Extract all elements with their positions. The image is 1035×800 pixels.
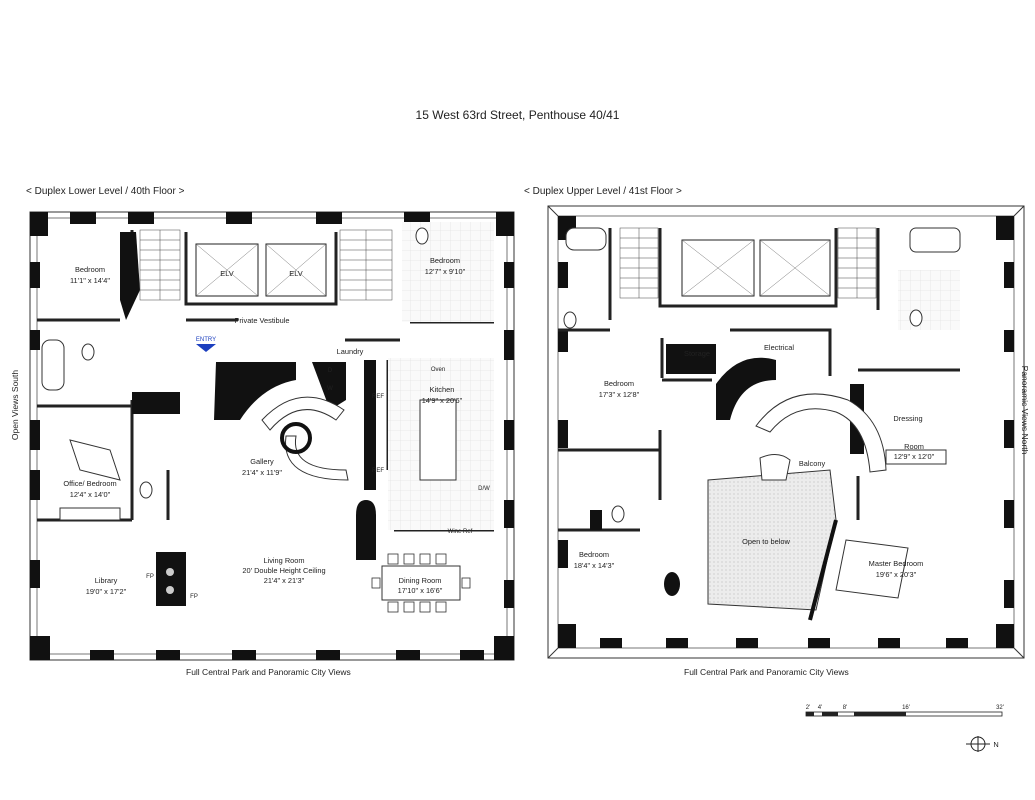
laundry-label: Laundry — [337, 347, 364, 356]
lower-bedroom-2-dims: 12'7" x 9'10" — [425, 267, 466, 276]
washer-label: W — [327, 386, 333, 392]
electrical-label: Electrical — [764, 343, 794, 352]
upper-bedroom-1-name: Bedroom — [604, 379, 634, 388]
dressing-room-dims: 12'9" x 12'0" — [894, 452, 935, 461]
north-arrow: N — [966, 736, 999, 752]
storage-label: Storage — [684, 349, 710, 358]
fireplace-label-2: FP — [190, 594, 198, 600]
upper-level-plan — [547, 205, 1025, 659]
entry-label: ENTRY — [196, 337, 216, 343]
fireplace-label-1: FP — [146, 574, 154, 580]
scale-tick-4: 4' — [818, 705, 822, 711]
upper-bedroom-1-dims: 17'3" x 12'8" — [599, 390, 640, 399]
elevator-2-label: ELV — [289, 269, 302, 278]
lower-bedroom-1-dims: 11'1" x 14'4" — [70, 276, 110, 285]
elevator-1-label: ELV — [220, 269, 233, 278]
lower-bedroom-2-name: Bedroom — [430, 256, 460, 265]
living-room-dims: 21'4" x 21'3" — [264, 576, 305, 585]
gallery-name: Gallery — [250, 457, 274, 466]
office-bedroom-dims: 12'4" x 14'0" — [70, 490, 111, 499]
lower-level-plan — [29, 211, 515, 661]
lower-level-caption: Full Central Park and Panoramic City Vie… — [186, 667, 351, 677]
compass-label: N — [993, 740, 998, 749]
dryer-label: D — [328, 368, 333, 374]
dw-label: D/W — [478, 486, 490, 492]
kitchen-name: Kitchen — [430, 385, 455, 394]
scale-tick-8: 8' — [843, 705, 847, 711]
oven-label: Oven — [431, 367, 445, 373]
gallery-dims: 21'4" x 11'9" — [242, 468, 282, 477]
library-name: Library — [95, 576, 118, 585]
ref-label-1: REF — [372, 394, 384, 400]
scale-tick-16: 16' — [902, 705, 910, 711]
upper-bedroom-2-name: Bedroom — [579, 550, 609, 559]
balcony-label: Balcony — [799, 459, 826, 468]
office-bedroom-name: Office/ Bedroom — [63, 479, 116, 488]
page-title: 15 West 63rd Street, Penthouse 40/41 — [415, 108, 620, 122]
dining-room-dims: 17'10" x 16'6" — [398, 586, 443, 595]
living-room-ceiling: 20' Double Height Ceiling — [242, 566, 325, 575]
living-room-name: Living Room — [263, 556, 304, 565]
master-bedroom-dims: 19'6" x 20'3" — [876, 570, 917, 579]
dining-room-name: Dining Room — [399, 576, 442, 585]
upper-level-heading: < Duplex Upper Level / 41st Floor > — [524, 186, 682, 197]
scale-tick-32: 32' — [996, 705, 1004, 711]
dressing-label: Dressing — [893, 414, 922, 423]
lower-bedroom-1-name: Bedroom — [75, 265, 105, 274]
library-dims: 19'0" x 17'2" — [86, 587, 127, 596]
wine-ref-label: Wine Ref — [448, 529, 473, 535]
upper-bedroom-2-dims: 18'4" x 14'3" — [574, 561, 615, 570]
open-to-below-label: Open to below — [742, 537, 790, 546]
dressing-room-name: Room — [904, 442, 924, 451]
master-bedroom-name: Master Bedroom — [869, 559, 924, 568]
ref-label-2: REF — [372, 468, 384, 474]
lower-level-heading: < Duplex Lower Level / 40th Floor > — [26, 186, 185, 197]
scale-bar: 2' 4' 8' 16' 32' — [805, 705, 1004, 717]
upper-level-caption: Full Central Park and Panoramic City Vie… — [684, 667, 849, 677]
private-vestibule-label: Private Vestibule — [234, 316, 289, 325]
scale-tick-2: 2' — [806, 705, 810, 711]
kitchen-dims: 14'9" x 20'6" — [422, 396, 463, 405]
